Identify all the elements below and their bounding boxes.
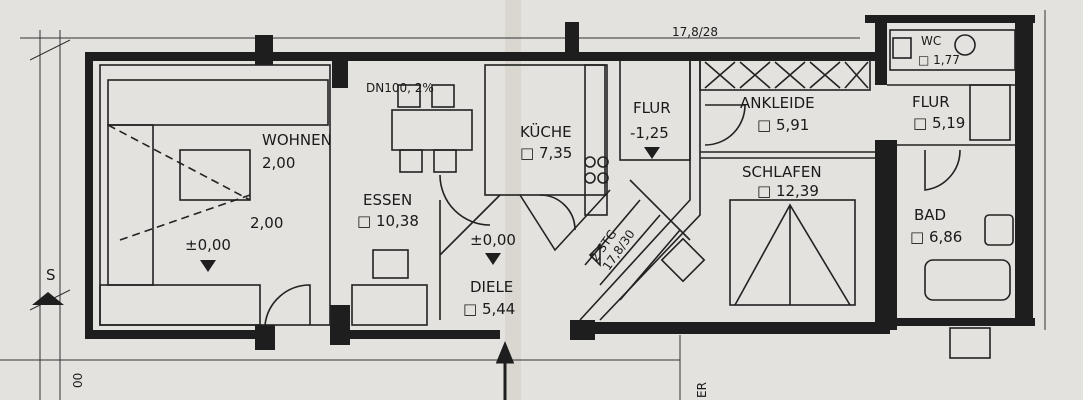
room-name-schlafen: SCHLAFEN <box>742 163 822 181</box>
svg-text:□ 5,91: □ 5,91 <box>757 116 809 134</box>
interior-lines <box>99 29 1016 359</box>
room-area-flur: -1,25 <box>630 124 669 142</box>
margin-label-left: 00 <box>71 373 85 388</box>
room-name-kueche: KÜCHE <box>520 122 572 141</box>
room-area-wc: 1,77 <box>933 53 960 67</box>
level-diele: ±0,00 <box>470 231 516 249</box>
level-triangle-icon <box>485 253 501 265</box>
room-name-wohnen: WOHNEN <box>262 131 332 149</box>
svg-text:□ 12,39: □ 12,39 <box>757 182 819 200</box>
svg-text:□ 5,19: □ 5,19 <box>913 114 965 132</box>
paper-fold <box>505 0 521 400</box>
entrance-arrow-icon <box>495 341 515 400</box>
level-markers <box>32 147 660 400</box>
room-name-essen: ESSEN <box>363 191 412 209</box>
room-name-diele: DIELE <box>470 278 513 296</box>
room-area-ankleide: 5,91 <box>776 116 809 134</box>
room-name-ankleide: ANKLEIDE <box>740 94 815 112</box>
compass-arrow-icon <box>32 292 64 305</box>
room-area-wohnen: 2,00 <box>262 154 295 172</box>
room-area-essen: 10,38 <box>376 212 419 230</box>
room-name-wc: WC <box>921 34 941 48</box>
svg-text:□ 10,38: □ 10,38 <box>357 212 419 230</box>
compass-label: S <box>46 266 56 284</box>
room-name-flur: FLUR <box>633 99 671 117</box>
room-area-kueche: 7,35 <box>539 144 572 162</box>
room-name-bad: BAD <box>914 206 946 224</box>
room-area-flur-2: 5,19 <box>932 114 965 132</box>
dimension-wohnen: 2,00 <box>250 214 283 232</box>
svg-text:□ 1,77: □ 1,77 <box>918 53 960 67</box>
dimension-lines <box>0 10 1046 400</box>
level-triangle-icon <box>200 260 216 272</box>
svg-text:□ 5,44: □ 5,44 <box>463 300 515 318</box>
walls <box>85 15 1035 350</box>
top-stair-note: 17,8/28 <box>672 25 718 39</box>
room-area-schlafen: 12,39 <box>776 182 819 200</box>
svg-text:□ 7,35: □ 7,35 <box>520 144 572 162</box>
margin-label-bottom: ER <box>695 382 709 398</box>
svg-text:□ 6,86: □ 6,86 <box>910 228 962 246</box>
level-triangle-icon <box>644 147 660 159</box>
room-area-diele: 5,44 <box>482 300 515 318</box>
room-name-flur-2: FLUR <box>912 93 950 111</box>
drain-note: DN100, 2% <box>366 81 434 95</box>
room-area-bad: 6,86 <box>929 228 962 246</box>
level-wohnen: ±0,00 <box>185 236 231 254</box>
